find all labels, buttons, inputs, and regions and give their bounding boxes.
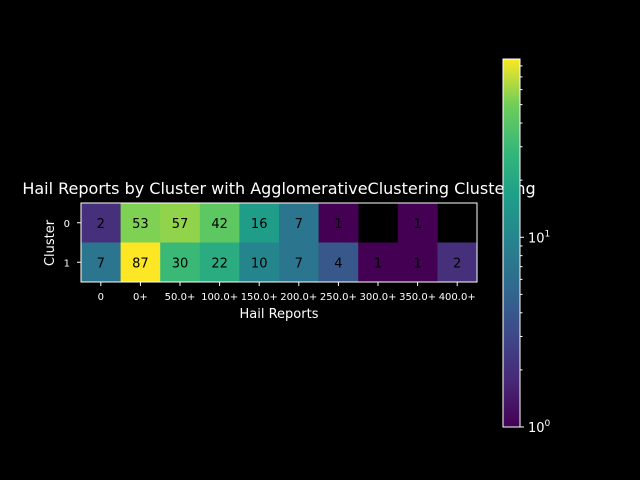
heatmap-cell — [239, 242, 280, 283]
heatmap-cell — [318, 203, 359, 243]
heatmap-cell — [239, 203, 280, 243]
heatmap-cell — [437, 242, 478, 283]
cell-value-label: 7 — [97, 256, 105, 271]
x-tick-label: 100.0+ — [201, 292, 238, 303]
cell-value-label: 2 — [97, 217, 105, 232]
heatmap-cell — [120, 203, 161, 243]
y-axis-ticks: 01 — [64, 219, 81, 269]
heatmap-cell — [81, 242, 121, 283]
y-tick-label: 1 — [64, 258, 70, 269]
cell-value-label: 1 — [334, 217, 342, 232]
heatmap-cell — [318, 242, 359, 283]
cell-labels: 2 53 57 42 16 7 1 1 7 87 30 22 10 7 4 1 1 2 — [97, 217, 462, 272]
heatmap-cell — [279, 203, 319, 243]
colorbar-tick-label: 101 — [528, 229, 550, 246]
x-tick-label: 300.0+ — [359, 292, 396, 303]
cell-value-label: 1 — [374, 256, 382, 271]
plot-frame — [80, 202, 478, 283]
heatmap-cell — [81, 203, 121, 243]
cell-value-label: 4 — [334, 256, 342, 271]
cell-value-label: 2 — [453, 256, 461, 271]
colorbar-ticks: 100 101 — [520, 65, 551, 436]
x-axis-label: Hail Reports — [240, 307, 319, 322]
heatmap-cell — [199, 242, 240, 283]
chart-title: Hail Reports by Cluster with Agglomerati… — [22, 179, 535, 198]
cell-value-label: 22 — [211, 256, 228, 271]
heatmap-cell — [120, 242, 161, 283]
x-tick-label: 400.0+ — [439, 292, 476, 303]
cell-value-label: 42 — [211, 217, 228, 232]
heatmap-cell — [279, 242, 319, 283]
heatmap-cell — [160, 203, 201, 243]
x-tick-label: 0 — [98, 292, 104, 303]
x-tick-label: 350.0+ — [399, 292, 436, 303]
heatmap-cell — [397, 242, 438, 283]
x-tick-label: 150.0+ — [241, 292, 278, 303]
heatmap-cell — [160, 242, 201, 283]
x-tick-label: 200.0+ — [280, 292, 317, 303]
cell-value-label: 7 — [295, 217, 303, 232]
heatmap-cell — [358, 242, 399, 283]
cell-value-label: 30 — [172, 256, 189, 271]
x-axis-ticks: 0 0+ 50.0+ 100.0+150.0+200.0+250.0+300.0+35… — [98, 282, 476, 303]
heatmap-cell — [397, 203, 438, 243]
y-tick-label: 0 — [64, 219, 70, 230]
y-axis-label: Cluster — [43, 219, 58, 266]
cell-value-label: 7 — [295, 256, 303, 271]
colorbar-tick-label: 100 — [528, 419, 551, 436]
x-tick-label: 50.0+ — [165, 292, 196, 303]
cell-value-label: 53 — [132, 217, 149, 232]
cell-value-label: 10 — [251, 256, 268, 271]
cell-value-label: 57 — [172, 217, 189, 232]
x-tick-label: 250.0+ — [320, 292, 357, 303]
x-tick-label: 0+ — [133, 292, 148, 303]
colorbar — [502, 58, 521, 428]
cell-value-label: 1 — [413, 217, 421, 232]
cell-value-label: 1 — [413, 256, 421, 271]
heatmap-cell — [199, 203, 240, 243]
cell-value-label: 87 — [132, 256, 149, 271]
cell-value-label: 16 — [251, 217, 268, 232]
heatmap-cells — [81, 203, 478, 283]
